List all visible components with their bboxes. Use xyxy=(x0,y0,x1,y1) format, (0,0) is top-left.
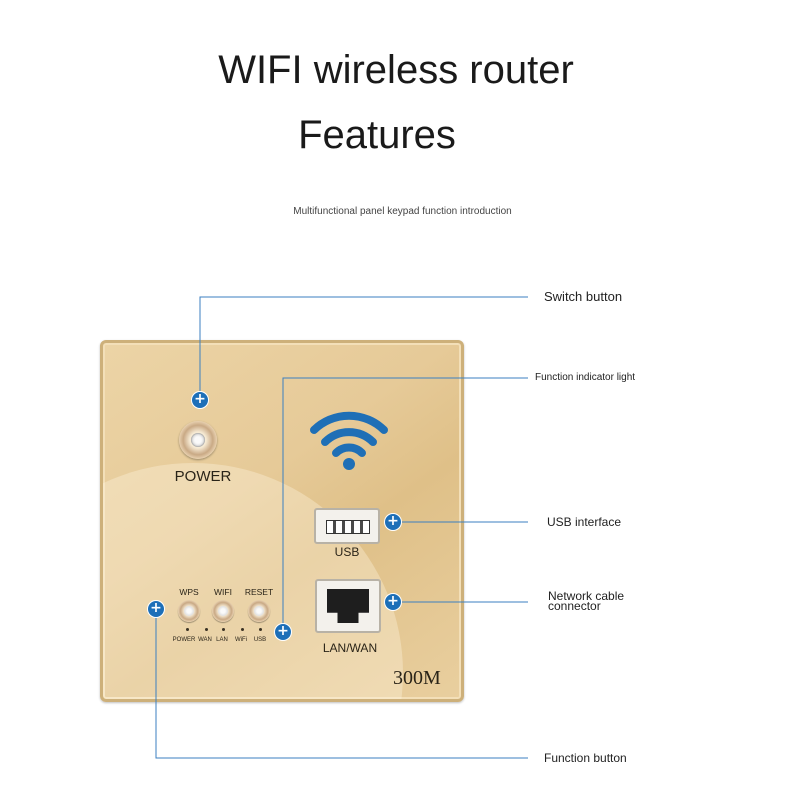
page-title-line1: WIFI wireless router xyxy=(218,48,574,92)
page-title-line2: Features xyxy=(298,113,456,157)
led-label-usb: USB xyxy=(253,637,267,643)
power-button[interactable] xyxy=(179,421,217,459)
lan-wan-label: LAN/WAN xyxy=(322,641,378,655)
callout-label-function-indicator-light: Function indicator light xyxy=(535,372,636,383)
power-label: POWER xyxy=(174,468,232,485)
page-subtitle: Multifunctional panel keypad function in… xyxy=(293,206,512,217)
callout-label-function-button: Function button xyxy=(544,751,627,765)
callout-label-network-cable-line2: connector xyxy=(548,599,601,613)
reset-label: RESET xyxy=(244,587,274,597)
usb-interface-marker-icon: + xyxy=(385,514,401,530)
wifi-icon xyxy=(310,411,388,470)
switch-button-marker-icon: + xyxy=(192,392,208,408)
usb-port[interactable] xyxy=(314,508,380,544)
function-button-marker-icon: + xyxy=(148,601,164,617)
callout-label-network-cable-line1: Network cable xyxy=(548,589,625,603)
wifi-button[interactable] xyxy=(212,600,234,622)
led-power xyxy=(186,628,189,631)
led-usb xyxy=(259,628,262,631)
led-wan xyxy=(205,628,208,631)
panel-sheen xyxy=(103,343,461,699)
wps-button[interactable] xyxy=(178,600,200,622)
speed-label: 300M xyxy=(393,667,441,689)
callout-label-usb-interface: USB interface xyxy=(547,515,622,529)
callout-label-switch-button: Switch button xyxy=(544,289,623,304)
wps-label: WPS xyxy=(179,587,199,597)
lan-wan-port[interactable] xyxy=(315,579,381,633)
led-lan xyxy=(222,628,225,631)
wifi-button-label: WIFI xyxy=(214,587,232,597)
indicator-light-marker-icon: + xyxy=(275,624,291,640)
callout-label-network-cable: Network cable connector xyxy=(548,589,625,613)
network-connector-marker-icon: + xyxy=(385,594,401,610)
router-panel: POWER USB LAN/WAN 300M WPS WIFI RESET PO… xyxy=(100,340,464,702)
usb-label: USB xyxy=(334,545,360,559)
reset-button[interactable] xyxy=(248,600,270,622)
led-wifi xyxy=(241,628,244,631)
